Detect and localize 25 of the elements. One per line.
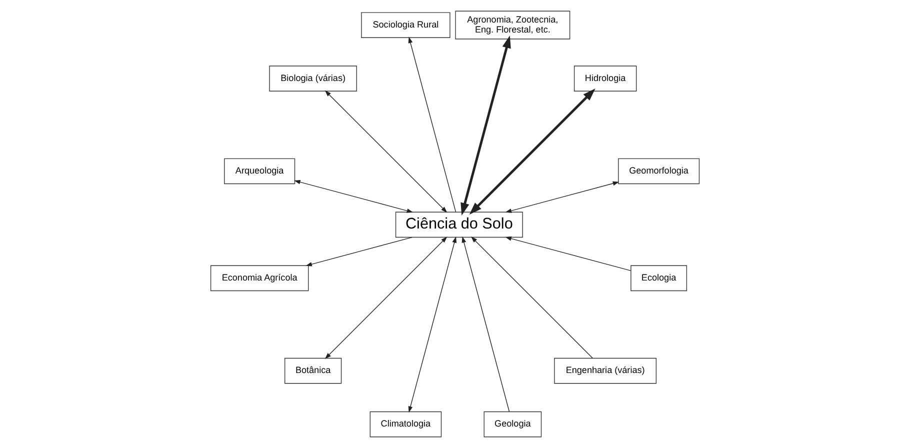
arrow <box>469 88 596 215</box>
arrow <box>408 236 457 413</box>
arrow <box>471 236 593 358</box>
arrow <box>460 36 511 216</box>
node-box: Ciência do Solo <box>395 212 523 238</box>
node-box: Biologia (várias) <box>269 66 357 92</box>
arrow <box>462 236 510 412</box>
node-box: Geomorfologia <box>618 158 700 184</box>
node-box: Ecologia <box>630 265 688 292</box>
node-box: Economia Agrícola <box>210 265 309 292</box>
node-box: Climatologia <box>370 411 442 438</box>
node-box: Agronomia, Zootecnia, Eng. Florestal, etc. <box>455 10 570 40</box>
arrow <box>408 36 456 212</box>
arrow <box>505 236 632 272</box>
arrow <box>324 236 448 359</box>
node-box: Botânica <box>284 358 342 384</box>
arrow <box>294 180 414 213</box>
node-box: Sociologia Rural <box>361 12 450 38</box>
node-box: Engenharia (várias) <box>554 358 657 384</box>
node-box: Hidrologia <box>574 66 637 92</box>
node-box: Geologia <box>484 411 542 438</box>
arrow <box>306 236 412 266</box>
arrow <box>505 181 620 213</box>
arrow <box>324 90 448 213</box>
node-box: Arqueologia <box>224 158 296 184</box>
